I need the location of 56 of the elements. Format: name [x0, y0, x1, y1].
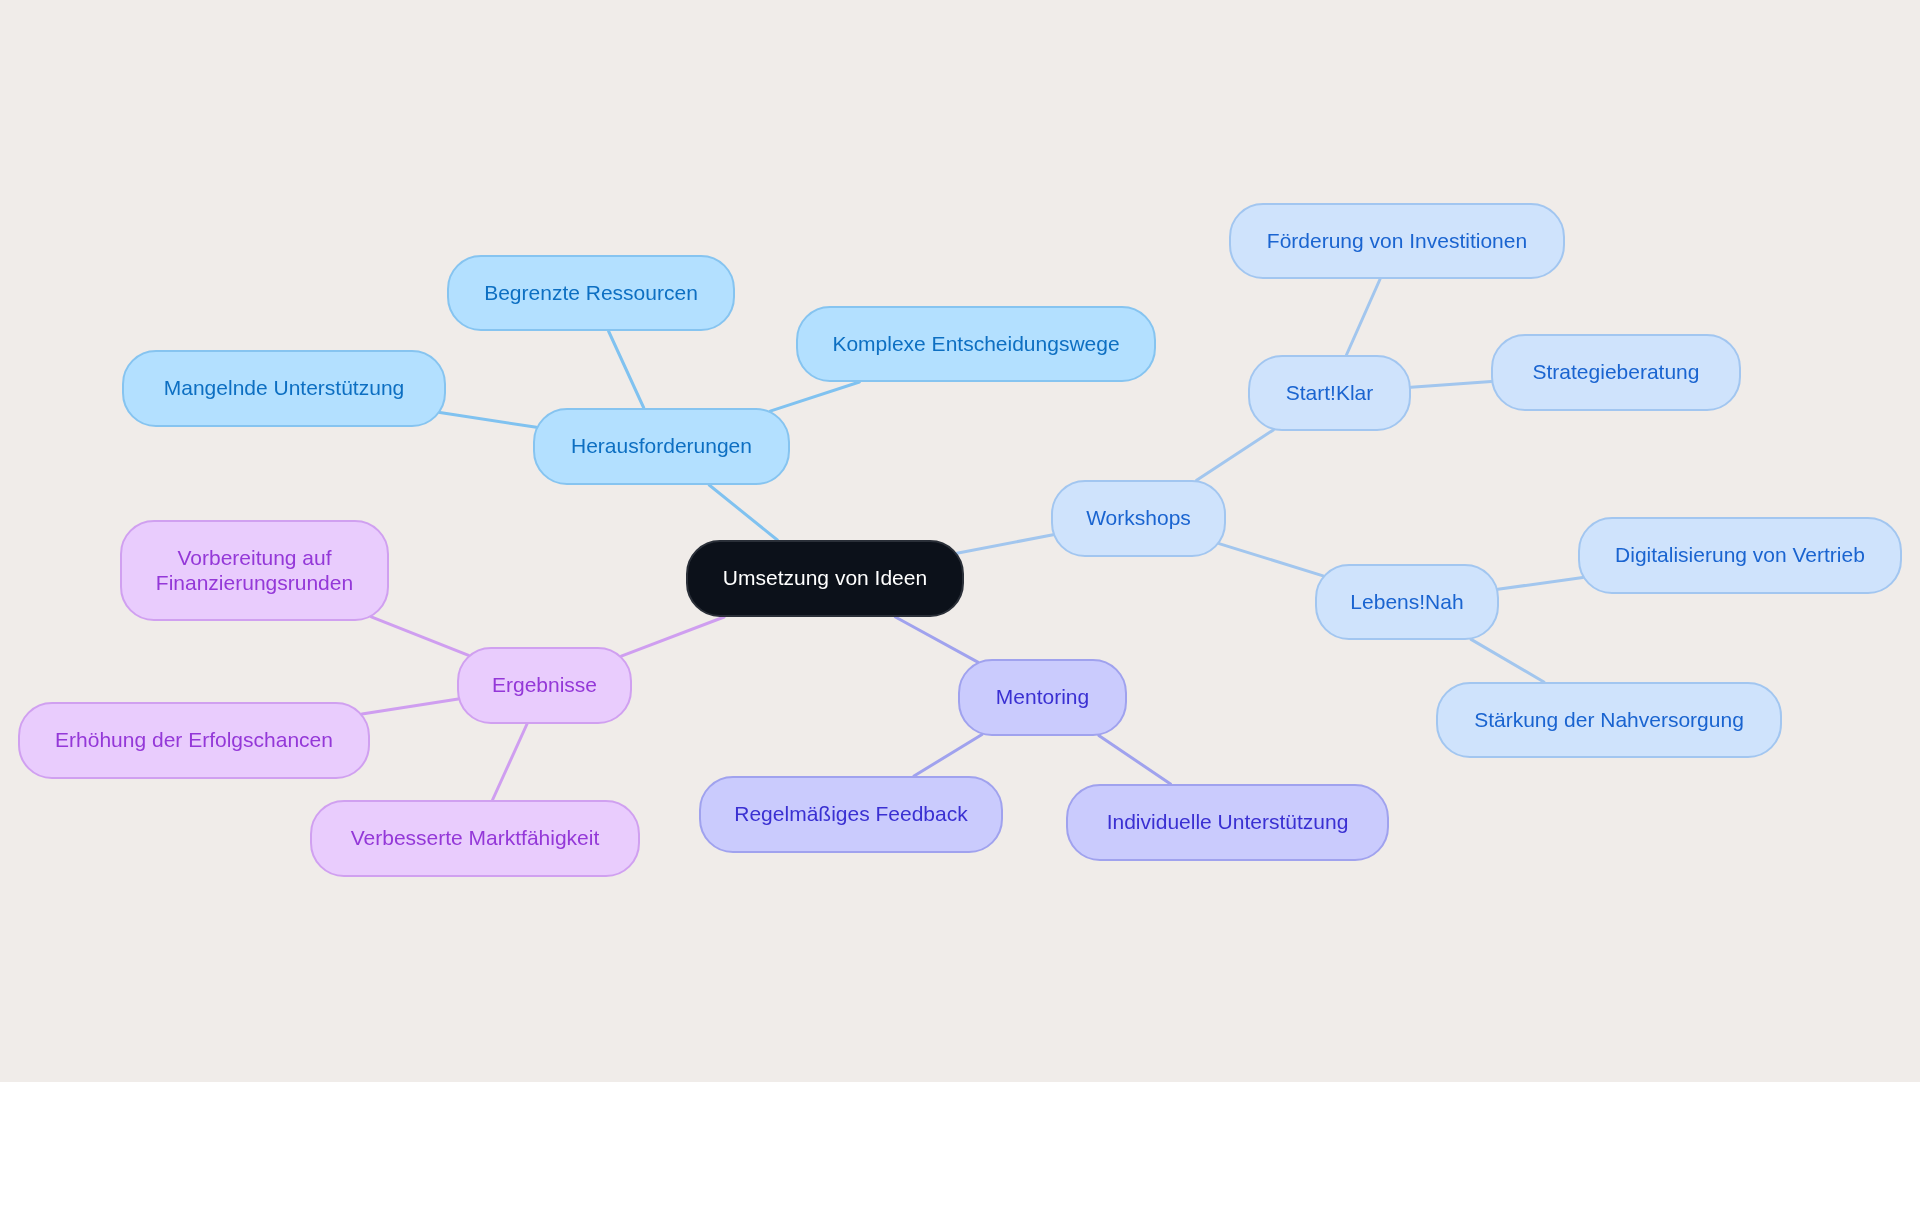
- connector-line: [912, 733, 984, 778]
- topic-pill: [447, 255, 735, 331]
- topic-pill: [1578, 517, 1902, 594]
- central-topic-pill: [686, 540, 964, 617]
- node-text: Lebens!Nah: [1350, 589, 1464, 615]
- connector-line: [438, 411, 538, 429]
- connector-line: [1195, 428, 1275, 482]
- topic-pill: [18, 702, 370, 779]
- node-text: Umsetzung von Ideen: [722, 566, 928, 591]
- connector-line: [768, 380, 861, 413]
- topic-pill: [457, 647, 632, 724]
- connector-line: [369, 615, 471, 657]
- node-text: Regelmäßiges Feedback: [734, 802, 968, 827]
- node-text: Komplexe Entscheidungswege: [832, 331, 1120, 357]
- topic-pill: [310, 800, 640, 877]
- connector-line: [1097, 734, 1172, 786]
- node-text: Workshops: [1086, 506, 1191, 531]
- node-text: Start!Klar: [1285, 380, 1374, 406]
- topic-pill: [1315, 564, 1499, 640]
- connector-line: [619, 615, 726, 658]
- node-text: Begrenzte Ressourcen: [484, 280, 698, 306]
- node-text: Digitalisierung von Vertrieb: [1615, 543, 1865, 568]
- topic-pill: [1436, 682, 1782, 758]
- connector-line: [707, 483, 779, 542]
- connector-line: [360, 697, 460, 716]
- connector-line: [1469, 637, 1546, 684]
- topic-pill: [958, 659, 1127, 736]
- node-text: Vorbereitung auf Finanzierungsrunden: [154, 546, 355, 595]
- topic-pill: [1248, 355, 1411, 431]
- topic-pill: [1051, 480, 1226, 557]
- node-text: Förderung von Investitionen: [1266, 228, 1528, 254]
- node-text: Strategieberatung: [1532, 360, 1700, 385]
- topic-pill: [533, 408, 790, 485]
- node-text: Erhöhung der Erfolgschancen: [55, 728, 333, 753]
- node-text: Ergebnisse: [491, 673, 598, 698]
- node-text: Verbesserte Marktfähigkeit: [350, 826, 600, 851]
- topic-pill: [1229, 203, 1565, 279]
- connector-line: [491, 722, 529, 802]
- topic-pill: [699, 776, 1003, 853]
- connector-line: [955, 533, 1055, 555]
- connector-line: [1496, 575, 1585, 591]
- connector-line: [1409, 379, 1493, 389]
- node-text: Mangelnde Unterstützung: [163, 376, 405, 401]
- topic-pill: [796, 306, 1156, 382]
- topic-pill: [122, 350, 446, 427]
- connector-line: [607, 329, 646, 410]
- connector-line: [1217, 542, 1325, 578]
- node-text: Mentoring: [995, 685, 1090, 710]
- node-text: Herausforderungen: [571, 434, 752, 459]
- node-text: Individuelle Unterstützung: [1106, 810, 1349, 835]
- node-text: Stärkung der Nahversorgung: [1474, 707, 1744, 733]
- topic-pill: [1491, 334, 1741, 411]
- topic-pill: [1066, 784, 1389, 861]
- connector-line: [893, 615, 980, 664]
- topic-pill: [120, 520, 389, 621]
- connector-line: [1344, 277, 1382, 357]
